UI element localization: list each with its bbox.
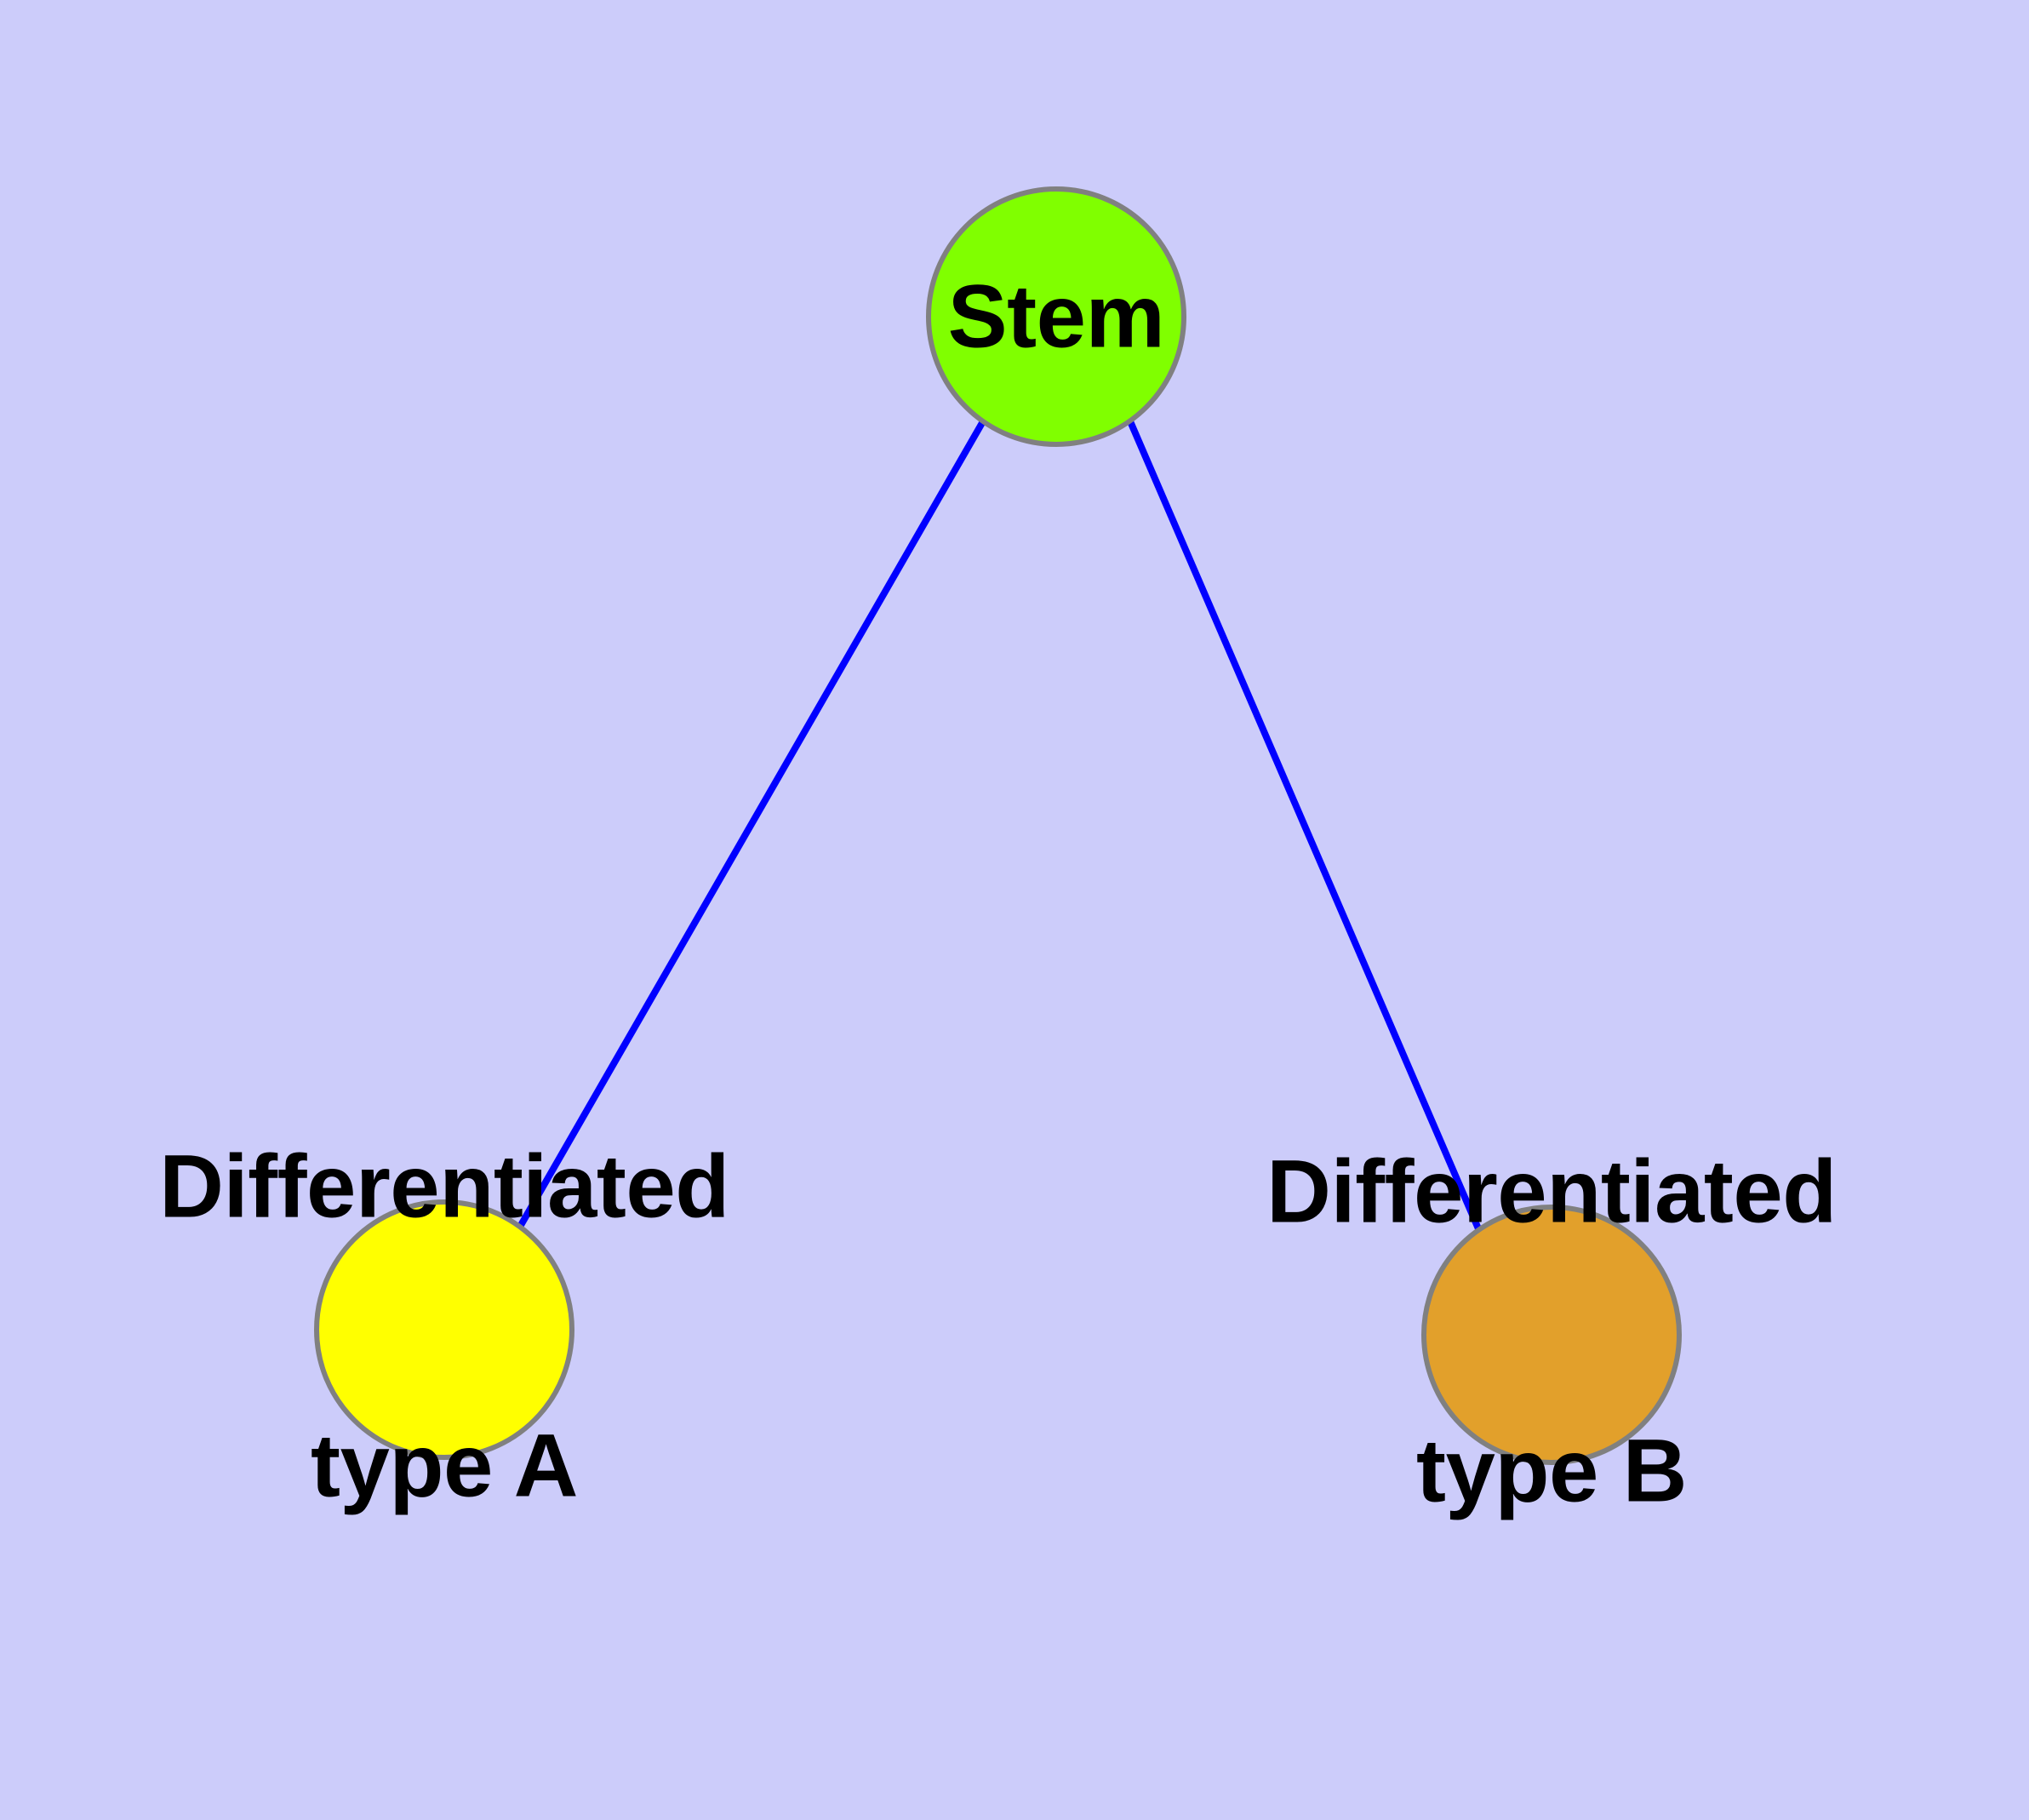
edge-stem-to-differentiated-type-b[interactable] bbox=[1127, 420, 1483, 1234]
edge-layer bbox=[517, 420, 1483, 1234]
edge-stem-to-differentiated-type-a[interactable] bbox=[517, 420, 986, 1228]
node-layer bbox=[314, 186, 1682, 1465]
node-differentiated-type-b[interactable] bbox=[1421, 1205, 1682, 1465]
node-differentiated-type-a[interactable] bbox=[314, 1199, 574, 1460]
node-stem[interactable] bbox=[926, 186, 1186, 447]
